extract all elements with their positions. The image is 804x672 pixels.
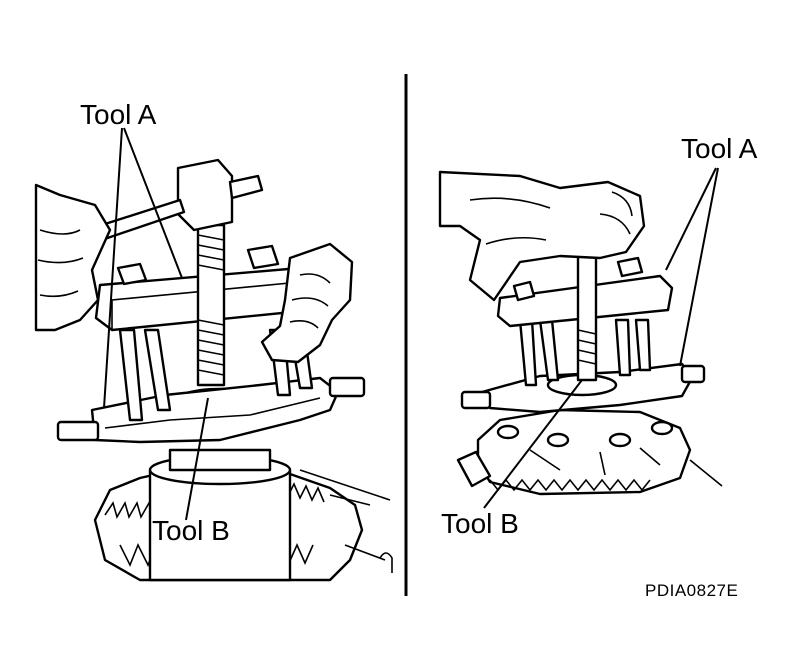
right-gear-spokes	[529, 447, 661, 476]
left-lower-arm	[90, 376, 340, 444]
right-tool-b-leader	[483, 379, 583, 509]
right-hand-fingers	[469, 191, 633, 245]
left-bearing-race	[168, 448, 272, 472]
right-stand-plate	[456, 450, 492, 488]
right-gear-bolt-1	[496, 424, 520, 440]
right-screw-threads	[577, 329, 597, 365]
left-lower-arm-inner	[104, 397, 321, 429]
left-legs	[118, 328, 314, 422]
right-nut-right	[616, 256, 644, 278]
left-tool-a-leader	[103, 127, 183, 409]
left-upper-bar-edge	[111, 281, 301, 330]
left-hex-head	[176, 158, 234, 232]
right-bolt-left	[460, 390, 492, 410]
left-tool-a-label: Tool A	[80, 99, 157, 130]
right-illustration	[438, 167, 723, 509]
right-hand-left-panel-fingers	[289, 273, 331, 329]
right-gear-teeth	[489, 478, 651, 492]
left-carrier-edge	[299, 469, 391, 561]
left-nut-left	[116, 262, 148, 286]
left-illustration	[34, 127, 393, 582]
right-stand-tail	[689, 459, 723, 487]
right-nut-left	[512, 280, 536, 302]
left-carrier-stub	[379, 552, 393, 573]
right-gear-bolt-2	[546, 432, 570, 448]
left-bolt-right	[328, 376, 366, 398]
right-legs	[518, 318, 652, 387]
left-tool-b-label: Tool B	[152, 515, 230, 546]
left-hand-fingers	[37, 229, 84, 298]
left-screw-threads	[197, 234, 225, 376]
right-gear-bolt-3	[608, 432, 632, 448]
right-hand-left-panel	[260, 242, 354, 364]
left-bolt-left	[56, 420, 100, 442]
right-bolt-right	[680, 364, 706, 384]
left-tool-b-leader	[185, 397, 209, 521]
left-hand	[34, 183, 112, 332]
left-handle-bar	[228, 174, 264, 200]
right-gear-bolt-4	[650, 420, 674, 436]
left-nut-right	[246, 244, 280, 270]
right-tool-a-leader	[665, 167, 719, 367]
right-hand	[438, 170, 646, 302]
right-tool-a-label: Tool A	[681, 133, 758, 164]
right-tool-b-label: Tool B	[441, 508, 519, 539]
figure-code: PDIA0827E	[645, 581, 739, 600]
